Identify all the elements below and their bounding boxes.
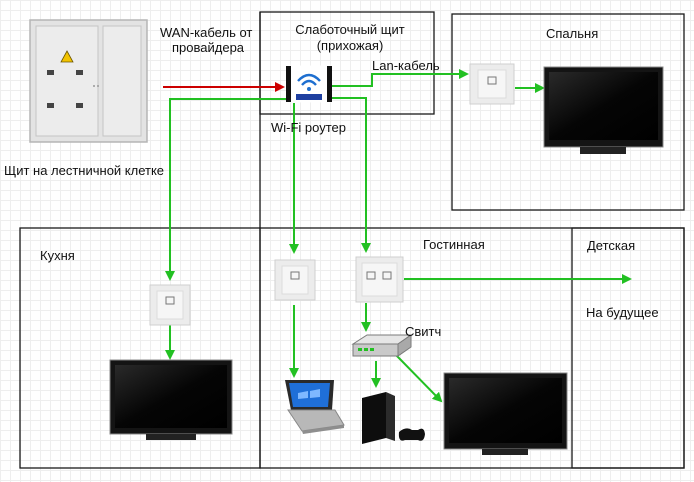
wifi-router-label: Wi-Fi роутер bbox=[271, 120, 347, 135]
network-socket-icon bbox=[469, 63, 515, 105]
electrical-panel-icon bbox=[29, 19, 148, 143]
low-current-panel-label: Слаботочный щит bbox=[295, 22, 405, 37]
living-room-label: Гостинная bbox=[423, 237, 485, 252]
laptop-icon bbox=[285, 380, 345, 434]
wifi-router-icon bbox=[286, 65, 332, 103]
kids-room-label: Детская bbox=[587, 238, 636, 253]
wan-cable-label: WAN-кабель от bbox=[160, 25, 253, 40]
tv-icon bbox=[443, 372, 568, 455]
cable-router-to-bedroom bbox=[331, 69, 469, 87]
network-socket-icon bbox=[149, 284, 191, 326]
wan-cable-label-line2: провайдера bbox=[172, 40, 245, 55]
stair-panel-label: Щит на лестничной клетке bbox=[4, 163, 165, 178]
bedroom-label: Спальня bbox=[546, 26, 599, 41]
network-switch-icon bbox=[351, 334, 413, 357]
network-socket-icon bbox=[274, 259, 316, 301]
cable-switch-to-living-tv bbox=[395, 354, 443, 403]
switch-label: Свитч bbox=[405, 324, 442, 339]
tv-icon bbox=[543, 66, 664, 154]
bedroom-room bbox=[451, 13, 685, 211]
cable-router-to-living-socket2 bbox=[331, 97, 371, 253]
tv-icon bbox=[109, 359, 233, 440]
game-console-icon bbox=[362, 392, 425, 444]
kitchen-label: Кухня bbox=[40, 248, 75, 263]
future-label: На будущее bbox=[586, 305, 659, 320]
low-current-panel-label-line2: (прихожая) bbox=[316, 38, 384, 53]
room-outlines bbox=[19, 11, 685, 469]
cable-router-to-kitchen bbox=[165, 98, 287, 281]
network-socket-icon bbox=[355, 256, 404, 303]
lan-cable-label: Lan-кабель bbox=[372, 58, 440, 73]
lan-cables bbox=[165, 69, 632, 403]
kids-room bbox=[571, 227, 685, 469]
